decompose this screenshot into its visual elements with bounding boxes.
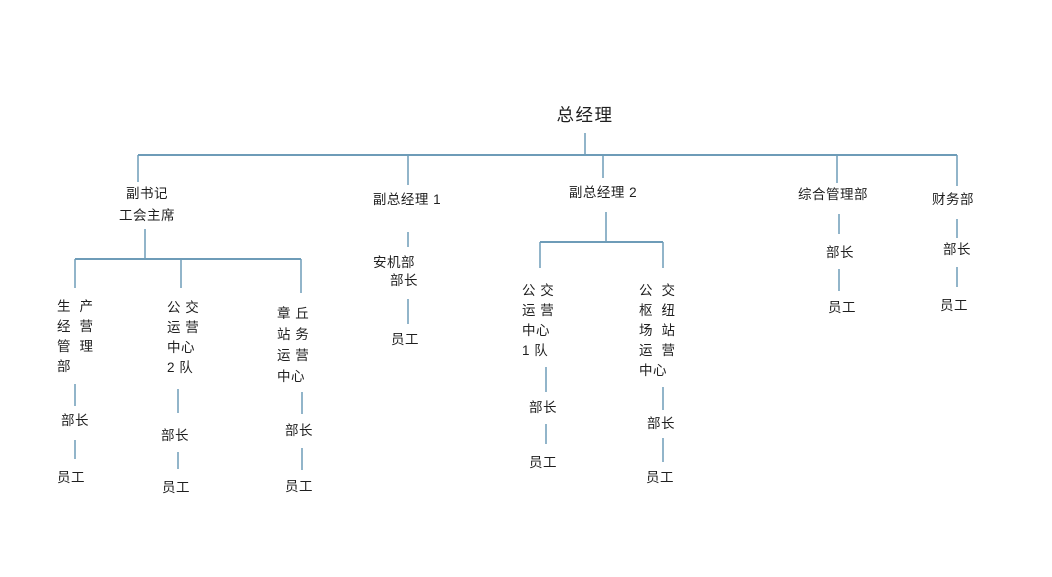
org-node-label: 运 营 [277, 348, 310, 363]
org-node-label: 部长 [61, 413, 89, 428]
org-node-label: 中心 [522, 323, 550, 338]
org-node-label: 员工 [285, 479, 313, 494]
org-node-label: 员工 [529, 455, 557, 470]
org-node-label: 财务部 [932, 192, 974, 207]
org-node-label: 员工 [57, 470, 85, 485]
org-node-label: 部长 [943, 242, 971, 257]
org-node-zhangqiu-station-operation-center: 章 丘站 务运 营中心 [277, 303, 309, 387]
org-node-label: 公 交 [167, 300, 200, 315]
org-node-label: 站 务 [277, 327, 310, 342]
org-node-finance-dept: 财务部 [932, 190, 974, 210]
org-node-label: 中心 [277, 369, 305, 384]
org-node-safety-machinery-dept: 安机部 [373, 253, 415, 273]
org-node-general-manager: 总经理 [557, 103, 614, 127]
org-node-label: 综合管理部 [798, 187, 868, 202]
org-node-label: 运 营 [639, 343, 676, 358]
org-node-label: 部长 [390, 273, 418, 288]
org-node-general-management-head: 部长 [826, 243, 854, 263]
org-node-bus-hub-staff: 员工 [646, 468, 674, 488]
org-node-bus-team-1-staff: 员工 [529, 453, 557, 473]
org-node-label: 部长 [647, 416, 675, 431]
org-node-bus-operation-center-team-2: 公 交运 营中心 2 队 [167, 298, 199, 378]
org-node-bus-team-2-head: 部长 [161, 426, 189, 446]
org-node-label: 员工 [162, 480, 190, 495]
org-node-label: 经 营 [57, 319, 94, 334]
org-node-finance-staff: 员工 [940, 296, 968, 316]
org-node-label: 员工 [828, 300, 856, 315]
org-node-label: 部长 [529, 400, 557, 415]
org-node-bus-team-1-head: 部长 [529, 398, 557, 418]
org-node-label: 部长 [161, 428, 189, 443]
org-node-label: 安机部 [373, 255, 415, 270]
org-node-label: 副总经理 1 [372, 192, 442, 207]
org-node-label: 管 理 [57, 339, 94, 354]
org-node-production-operation-management-dept: 生 产经 营管 理部 [57, 297, 94, 377]
org-node-bus-hub-station-operation-center: 公 交枢 纽场 站运 营中心 [639, 281, 676, 381]
org-node-label: 部长 [826, 245, 854, 260]
org-node-safety-machinery-dept-head: 部长 [390, 271, 418, 291]
org-node-general-management-staff: 员工 [828, 298, 856, 318]
org-node-safety-machinery-dept-staff: 员工 [391, 330, 419, 350]
org-node-label: 副总经理 2 [568, 185, 638, 200]
org-node-label: 生 产 [57, 299, 94, 314]
org-node-label: 运 营 [167, 320, 200, 335]
org-node-label: 1 队 [522, 343, 549, 358]
org-node-label: 运 营 [522, 303, 555, 318]
org-node-label: 员工 [391, 332, 419, 347]
org-node-label: 部 [57, 359, 71, 374]
org-node-deputy-general-manager-1: 副总经理 1 [373, 190, 441, 210]
org-node-label: 场 站 [639, 323, 676, 338]
org-node-deputy-general-manager-2: 副总经理 2 [569, 183, 637, 203]
org-node-finance-head: 部长 [943, 240, 971, 260]
org-node-label: 员工 [940, 298, 968, 313]
org-node-label: 公 交 [639, 283, 676, 298]
org-node-bus-team-2-staff: 员工 [162, 478, 190, 498]
org-node-label: 中心 [167, 340, 195, 355]
org-node-label: 工会主席 [119, 208, 175, 223]
org-node-general-management-dept: 综合管理部 [798, 185, 868, 205]
org-node-label: 总经理 [556, 105, 614, 125]
org-node-zhangqiu-staff: 员工 [285, 477, 313, 497]
org-node-label: 员工 [646, 470, 674, 485]
org-node-deputy-secretary-union-chairman: 副书记工会主席 [119, 183, 175, 227]
org-node-production-dept-staff: 员工 [57, 468, 85, 488]
org-node-bus-operation-center-team-1: 公 交运 营中心 1 队 [522, 281, 554, 361]
org-node-label: 部长 [285, 423, 313, 438]
org-node-label: 章 丘 [277, 306, 310, 321]
org-node-label: 中心 [639, 363, 667, 378]
org-node-label: 2 队 [167, 360, 194, 375]
org-node-label: 副书记 [126, 186, 168, 201]
org-node-label: 公 交 [522, 283, 555, 298]
org-node-label: 枢 纽 [639, 303, 676, 318]
org-node-production-dept-head: 部长 [61, 411, 89, 431]
org-node-zhangqiu-head: 部长 [285, 421, 313, 441]
org-node-bus-hub-head: 部长 [647, 414, 675, 434]
